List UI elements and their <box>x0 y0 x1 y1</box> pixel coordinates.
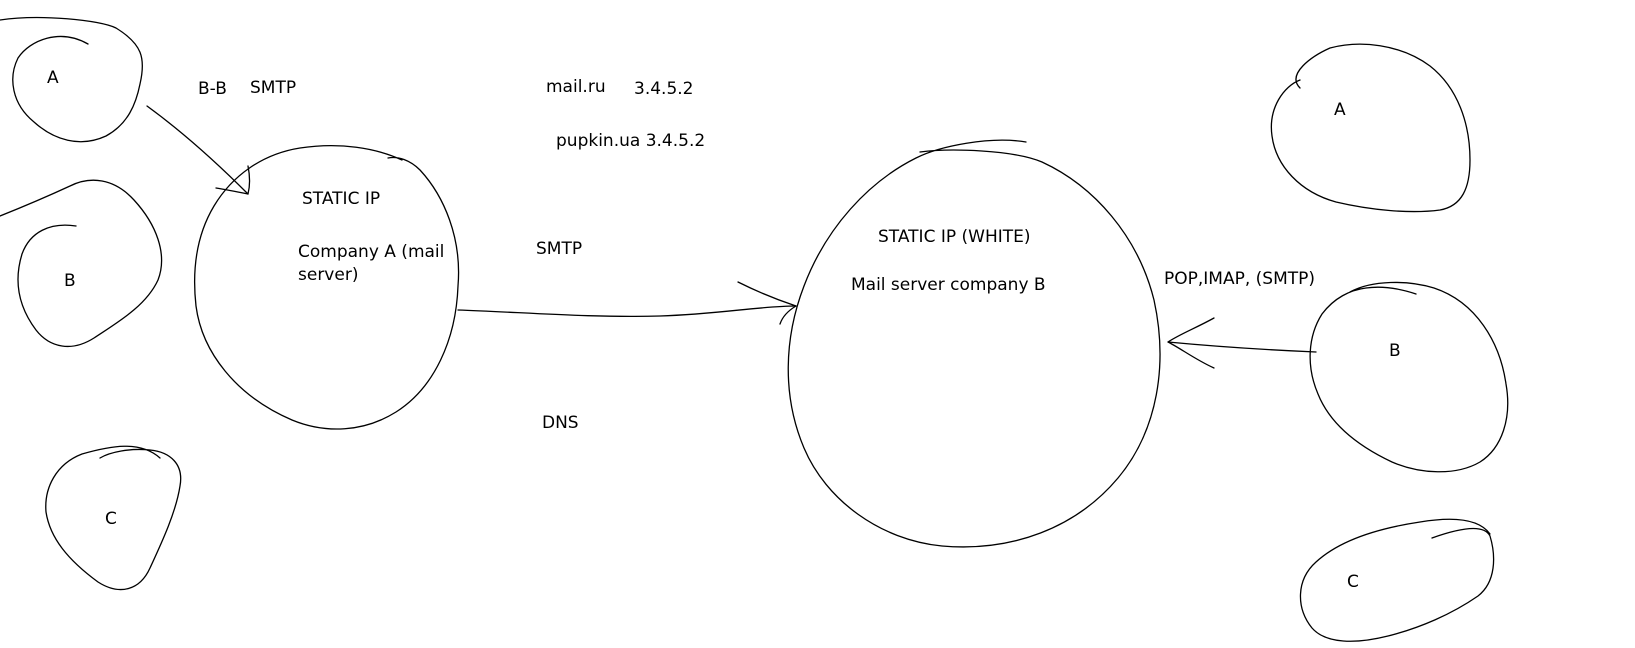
arrow-server-a-to-server-b <box>457 305 797 318</box>
arrowhead-client-a <box>215 165 251 195</box>
client-b-left-label: B <box>64 271 76 291</box>
client-c-right-shape <box>1299 518 1495 642</box>
server-a-name-label: Company A (mail server) <box>298 242 445 285</box>
client-b-right-shape <box>1309 281 1509 473</box>
arrowhead-server-b <box>737 281 797 325</box>
client-c-left-label: C <box>105 509 117 529</box>
ip-label-1: 3.4.5.2 <box>634 79 694 99</box>
server-b-static-ip-label: STATIC IP (WHITE) <box>878 227 1031 247</box>
client-a-left-label: A <box>47 68 59 88</box>
arrowhead-server-b-right <box>1167 317 1215 369</box>
client-protocols-label: POP,IMAP, (SMTP) <box>1164 269 1316 289</box>
arrow-client-a-to-server-a <box>146 105 249 195</box>
arrow-client-b-to-server-b <box>1167 341 1317 353</box>
domain-mail-ru-label: mail.ru <box>546 77 606 97</box>
smtp-label-top: SMTP <box>250 78 297 98</box>
server-a-shape <box>193 144 460 430</box>
smtp-link-label: SMTP <box>536 239 583 259</box>
client-a-right-shape <box>1270 43 1471 213</box>
client-b-left-shape <box>0 179 163 348</box>
client-a-right-label: A <box>1334 100 1346 120</box>
server-b-name-label: Mail server company B <box>851 275 1046 295</box>
server-b-shape <box>787 139 1161 548</box>
dns-label: DNS <box>542 413 579 433</box>
server-a-static-ip-label: STATIC IP <box>302 189 381 209</box>
client-a-left-shape <box>0 16 144 143</box>
client-c-right-label: C <box>1347 572 1359 592</box>
bb-label: B-B <box>198 79 227 99</box>
client-b-right-label: B <box>1389 341 1401 361</box>
domain-pupkin-ua-label: pupkin.ua 3.4.5.2 <box>556 131 706 151</box>
client-c-left-shape <box>45 445 182 591</box>
